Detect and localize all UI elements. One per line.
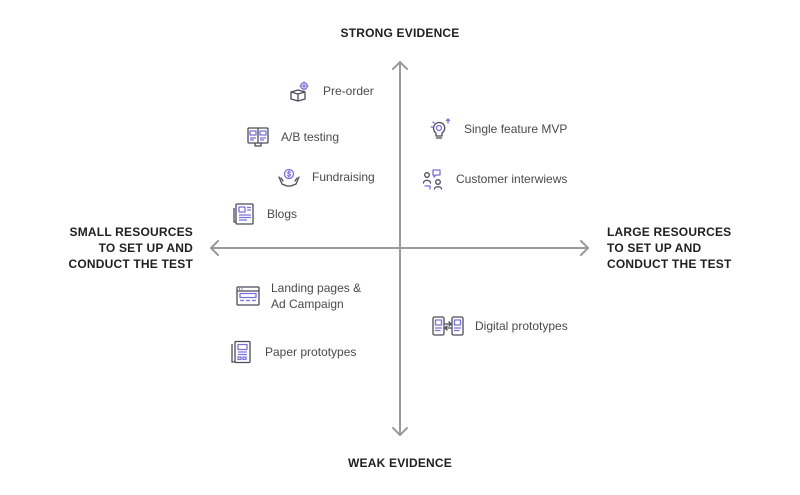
- split-monitor-icon: [246, 125, 270, 149]
- landing-page-icon: [236, 284, 260, 308]
- paper-prototype-icon: [230, 340, 254, 364]
- item-single-feature-mvp: Single feature MVP: [429, 117, 567, 141]
- item-landing-pages: Landing pages & Ad Campaign: [236, 280, 361, 312]
- item-paper-prototypes: Paper prototypes: [230, 340, 356, 364]
- axis-label-large-resources: LARGE RESOURCES TO SET UP AND CONDUCT TH…: [607, 225, 732, 271]
- item-label: Blogs: [267, 207, 298, 221]
- vertical-axis-arrow-bottom: [392, 427, 408, 436]
- axis-label-small-resources: SMALL RESOURCES TO SET UP AND CONDUCT TH…: [68, 225, 193, 271]
- item-label: Pre-order: [323, 84, 374, 98]
- item-digital-prototypes: Digital prototypes: [432, 314, 568, 338]
- item-label: A/B testing: [281, 130, 340, 144]
- item-label: Fundraising: [312, 170, 375, 184]
- item-label: Paper prototypes: [265, 345, 357, 359]
- axis-label-strong-evidence: STRONG EVIDENCE: [340, 26, 460, 40]
- item-customer-interviews: Customer interwiews: [421, 167, 567, 191]
- item-label: Single feature MVP: [464, 122, 568, 136]
- item-label: Digital prototypes: [475, 319, 568, 333]
- item-label: Landing pages & Ad Campaign: [271, 281, 362, 311]
- lightbulb-coin-icon: [429, 117, 453, 141]
- horizontal-axis-arrow-right: [580, 240, 589, 256]
- axis-label-weak-evidence: WEAK EVIDENCE: [348, 456, 452, 470]
- item-label: Customer interwiews: [456, 172, 568, 186]
- item-pre-order: Pre-order: [288, 79, 374, 103]
- item-fundraising: Fundraising: [277, 165, 375, 189]
- devices-icon: [432, 314, 464, 338]
- blog-page-icon: [232, 202, 256, 226]
- people-chat-icon: [421, 167, 445, 191]
- horizontal-axis-arrow-left: [210, 240, 219, 256]
- item-ab-testing: A/B testing: [246, 125, 339, 149]
- coin-hand-icon: [277, 165, 301, 189]
- vertical-axis-arrow-top: [392, 61, 408, 70]
- gear-box-icon: [288, 79, 312, 103]
- item-blogs: Blogs: [232, 202, 297, 226]
